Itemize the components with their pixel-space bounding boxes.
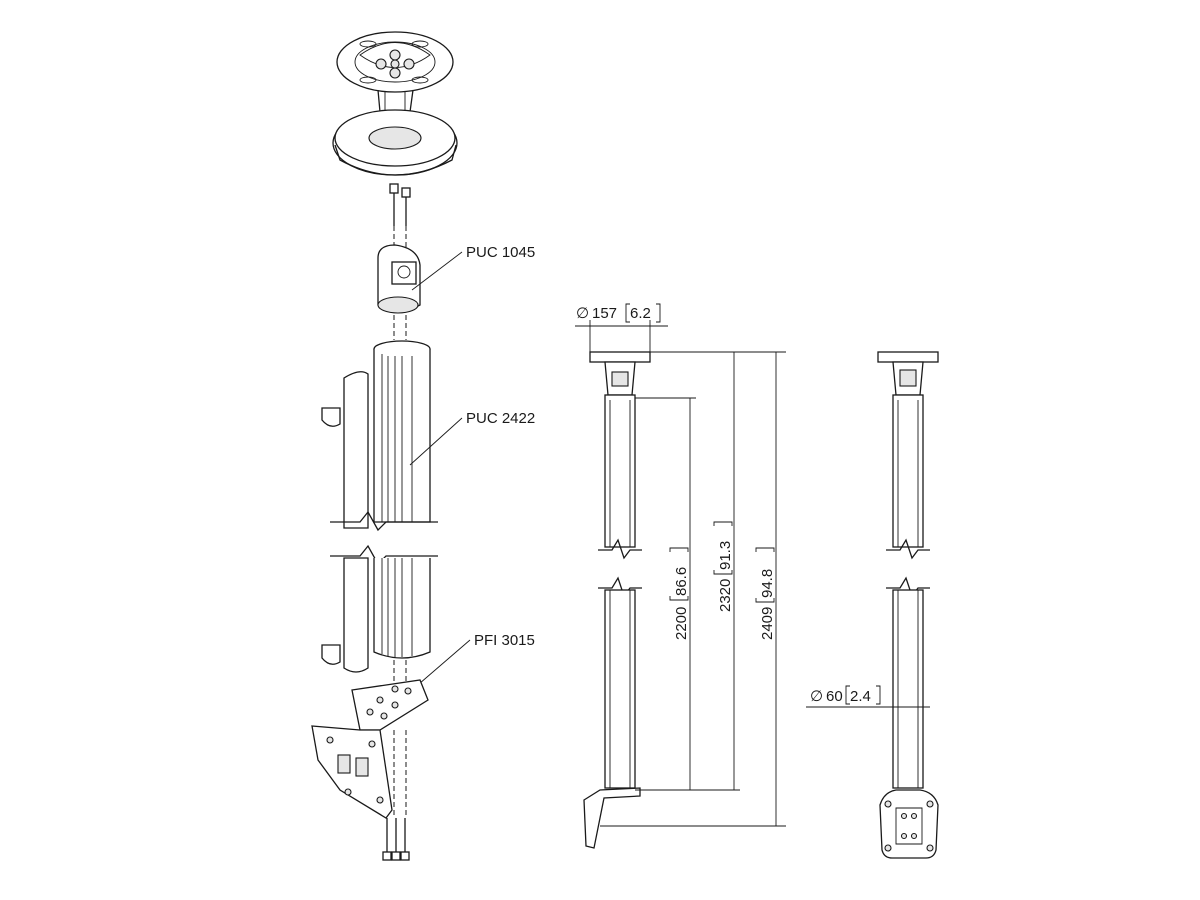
length-short-imperial: 86.6 — [673, 567, 690, 596]
plate-diameter-symbol: ∅ — [576, 305, 589, 322]
callout-puc-1045: PUC 1045 — [466, 244, 535, 261]
tube-diameter-metric: 60 — [826, 688, 843, 705]
length-short-metric: 2200 — [673, 607, 690, 640]
length-mid-imperial: 91.3 — [717, 541, 734, 570]
length-total-imperial: 94.8 — [759, 569, 776, 598]
bolts-top — [389, 183, 411, 250]
length-mid-metric: 2320 — [717, 579, 734, 612]
side-view: ∅ 157 6.2 2200 86.6 2320 — [575, 303, 786, 849]
tube-lower — [321, 544, 438, 690]
bolts-bottom — [382, 818, 410, 861]
exploded-view: PUC 1045 PUC 2422 — [311, 31, 535, 861]
ceiling-plate — [336, 31, 454, 113]
cover-cup — [332, 109, 458, 176]
front-view: ∅ 60 2.4 — [806, 351, 939, 859]
callout-pfi-3015: PFI 3015 — [474, 632, 535, 649]
tube-diameter-symbol: ∅ — [810, 688, 823, 705]
plate-diameter-imperial: 6.2 — [630, 305, 651, 322]
length-total-metric: 2409 — [759, 607, 776, 640]
tube-upper — [321, 340, 438, 532]
swivel-joint — [377, 244, 421, 340]
plate-diameter-metric: 157 — [592, 305, 617, 322]
callout-puc-2422: PUC 2422 — [466, 410, 535, 427]
mounting-bracket — [311, 679, 429, 819]
tube-diameter-imperial: 2.4 — [850, 688, 871, 705]
